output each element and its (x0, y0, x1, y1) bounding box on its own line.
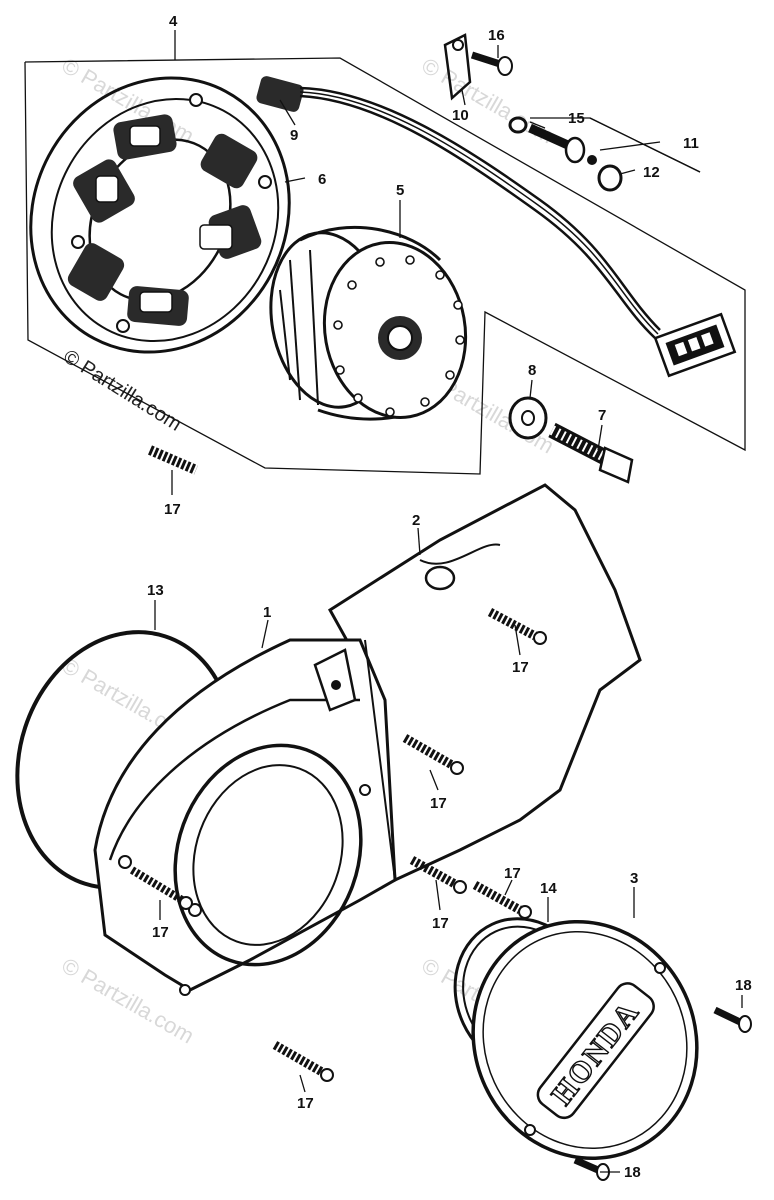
callout-17a: 17 (164, 501, 181, 518)
callout-16: 16 (488, 27, 505, 44)
callout-10: 10 (452, 107, 469, 124)
bolt-17-stator (148, 445, 198, 475)
callout-4: 4 (169, 13, 178, 30)
leader-lines (154, 30, 743, 1173)
washer-8 (508, 396, 548, 440)
collar-12 (597, 164, 623, 192)
case-bolts-17 (129, 608, 547, 1082)
callout-9: 9 (290, 127, 298, 144)
callout-17g: 17 (297, 1095, 314, 1112)
callout-12: 12 (643, 164, 660, 181)
callout-6: 6 (318, 171, 326, 188)
bolt-11 (528, 123, 597, 165)
callout-2: 2 (412, 512, 420, 529)
callout-17d: 17 (432, 915, 449, 932)
bolt-7 (548, 422, 634, 484)
screw-18-lower (573, 1156, 610, 1181)
callout-1: 1 (263, 604, 271, 621)
screw-16 (470, 51, 513, 76)
screw-18-upper (713, 1006, 752, 1033)
point-cover-3: HONDA (471, 919, 699, 1161)
callout-3: 3 (630, 870, 638, 887)
callout-17e: 17 (504, 865, 521, 882)
grommet-plate (443, 33, 472, 101)
callout-18a: 18 (735, 977, 752, 994)
callout-17b: 17 (512, 659, 529, 676)
assembly-boundary (24, 57, 746, 475)
callout-11: 11 (683, 135, 699, 152)
callout-17f: 17 (152, 924, 169, 941)
callout-8: 8 (528, 362, 536, 379)
callout-7: 7 (598, 407, 606, 424)
stator (29, 76, 291, 354)
crankcase-cover-1 (93, 638, 397, 996)
callout-15: 15 (568, 110, 585, 127)
callout-13: 13 (147, 582, 164, 599)
callout-5: 5 (396, 182, 404, 199)
rotor (269, 225, 468, 421)
wire-harness (256, 76, 737, 378)
callout-18b: 18 (624, 1164, 641, 1181)
seal-15 (508, 116, 528, 134)
callout-labels: 4 9 6 5 10 16 15 11 12 8 7 17 2 13 1 17 … (147, 13, 752, 1181)
callout-14: 14 (540, 880, 557, 897)
callout-17c: 17 (430, 795, 447, 812)
